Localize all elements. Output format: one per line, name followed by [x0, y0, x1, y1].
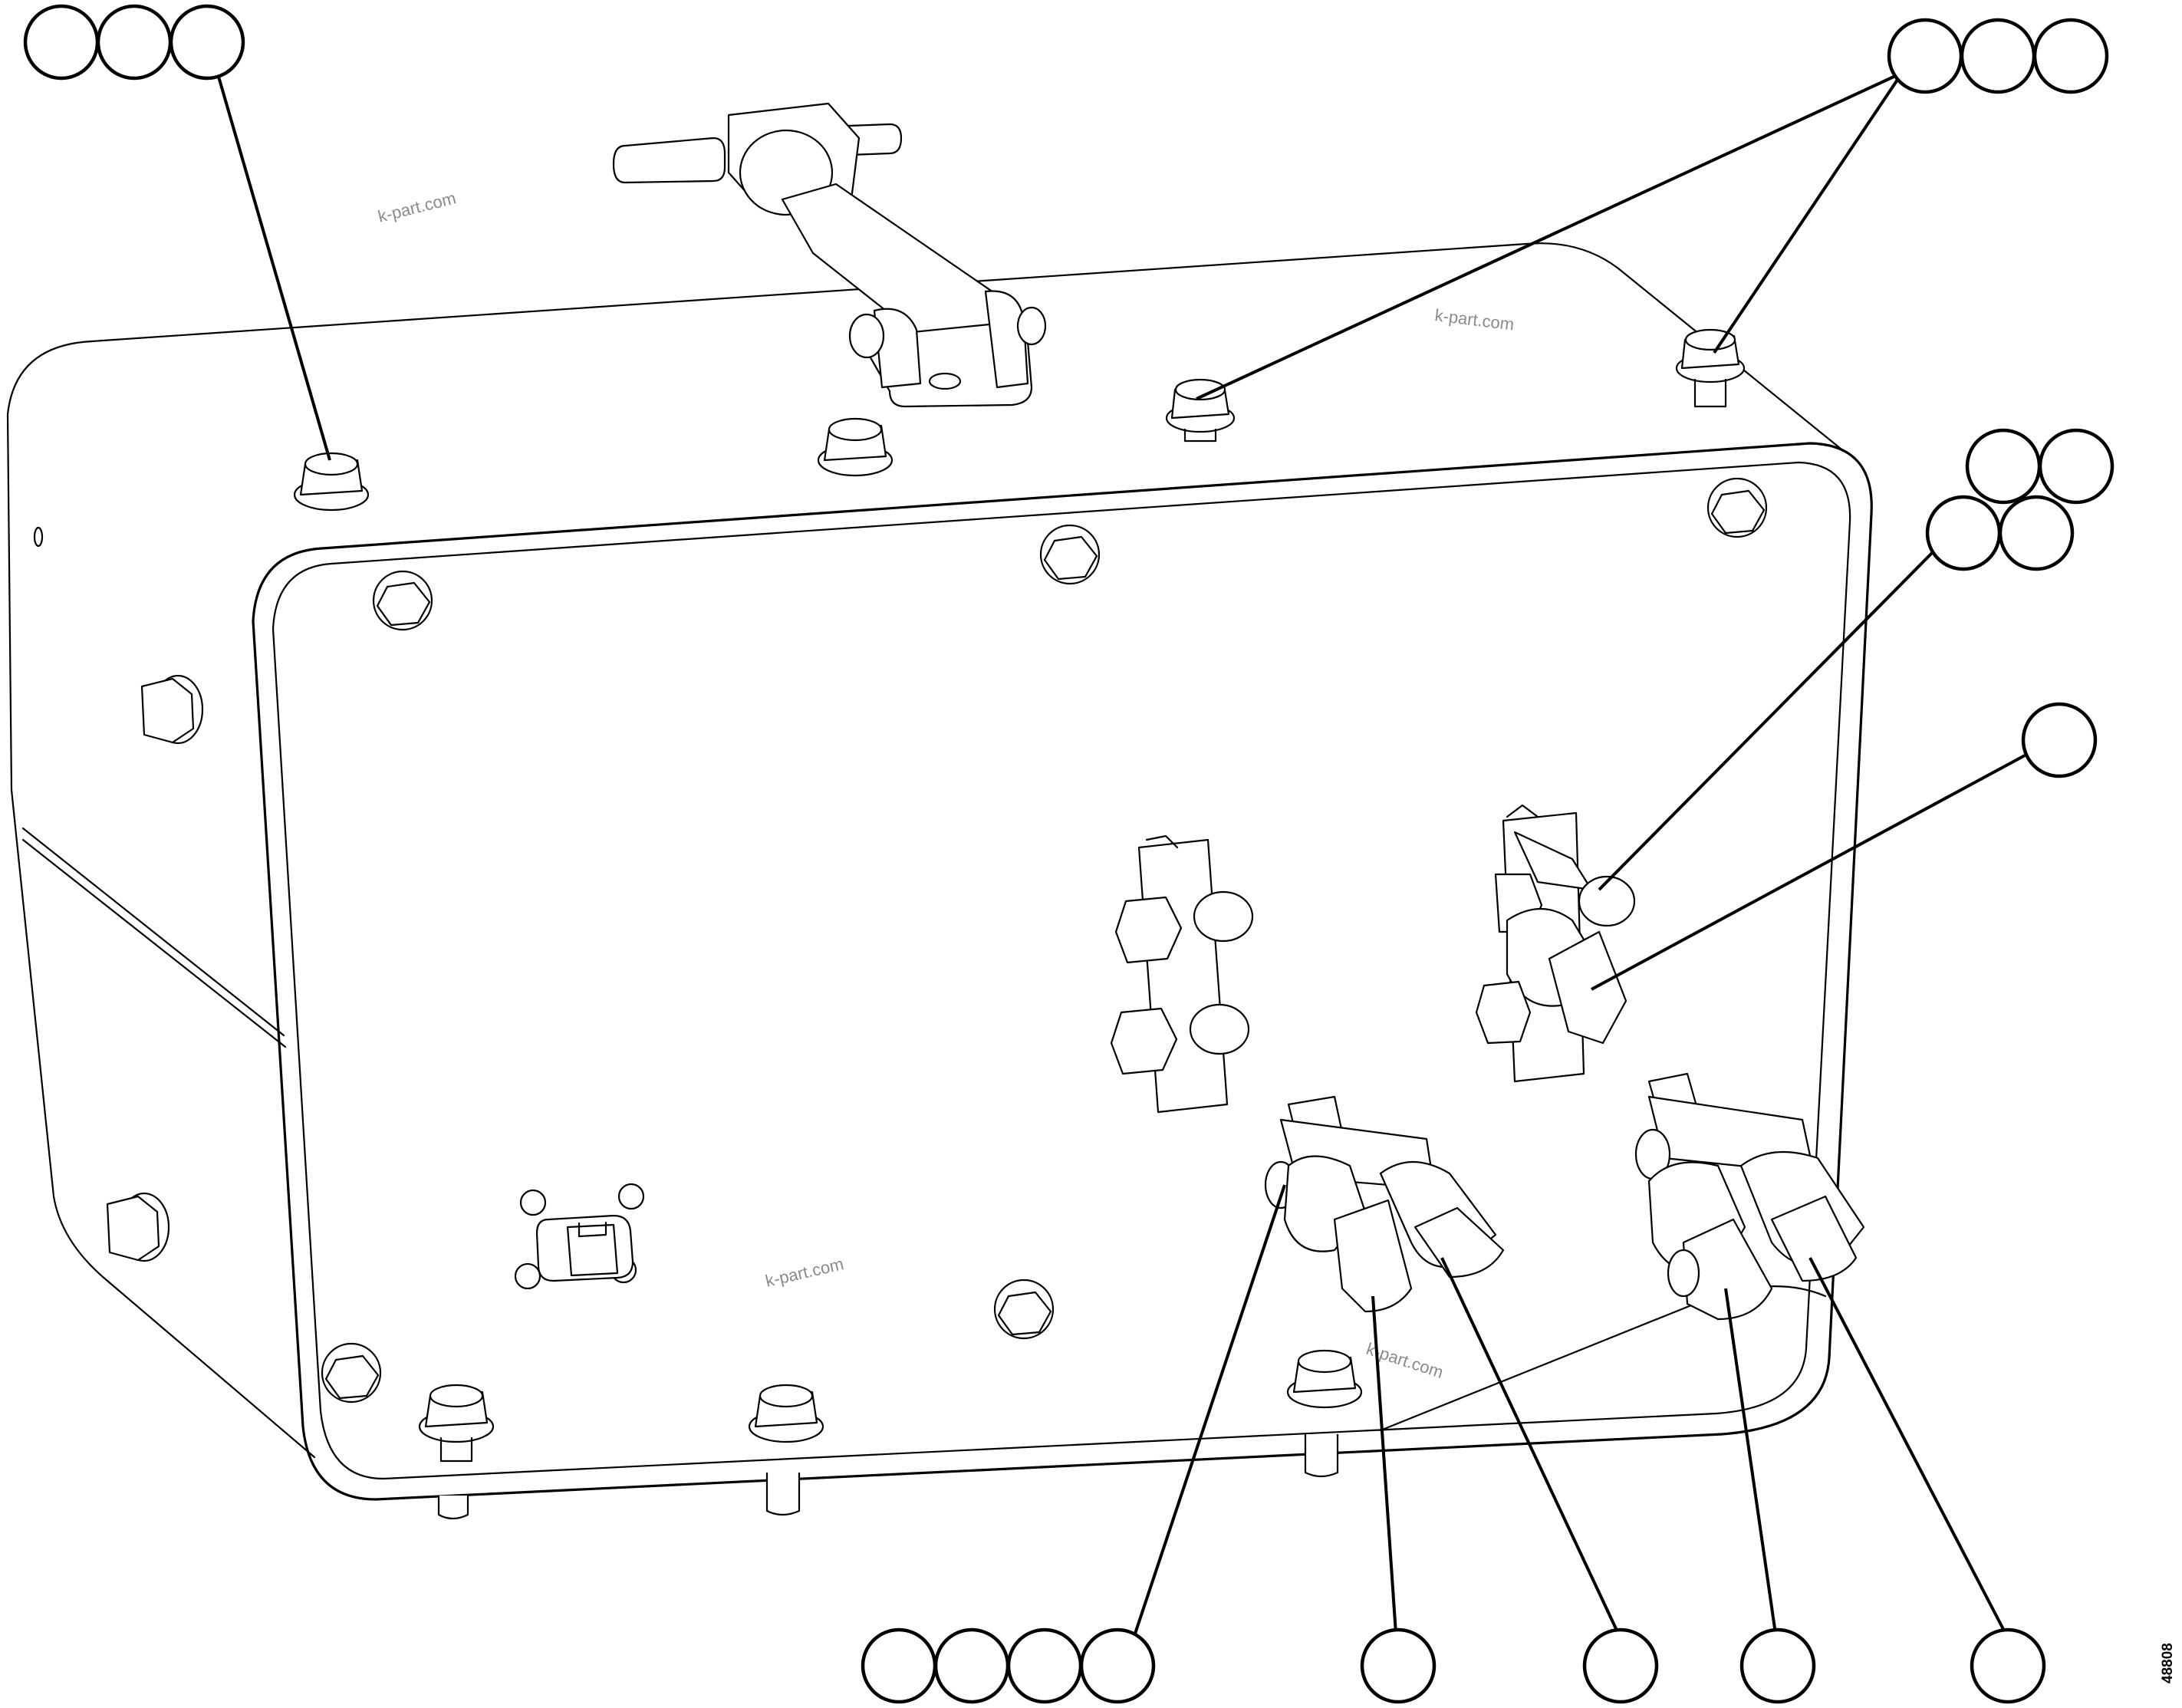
callout-bubble [169, 4, 245, 81]
callout-bubble [1582, 1627, 1659, 1704]
panel-bolt [372, 570, 433, 631]
side-bolt [106, 1192, 170, 1262]
panel-bolt [1039, 524, 1101, 585]
mounting-bracket [612, 102, 1047, 408]
callout-group-right-single [2021, 702, 2098, 778]
callout-bubble [96, 4, 173, 81]
callout-group-bottom-singles [1360, 1627, 2046, 1704]
bottom-bolt [1286, 1349, 1363, 1478]
watermark: k-part.com [764, 1254, 846, 1291]
callout-bubble [2021, 702, 2098, 778]
side-bolt [140, 674, 204, 745]
callout-bubble [2038, 428, 2115, 505]
watermark: k-part.com [1433, 305, 1515, 334]
watermark: k-part.com [376, 188, 458, 225]
top-bolt [1675, 328, 1746, 408]
panel-bolt [1706, 477, 1768, 538]
terminal-block-lower-middle [1264, 1095, 1505, 1313]
terminal-block-center [1110, 834, 1254, 1114]
top-bolt [817, 417, 894, 477]
callout-bubble [1965, 428, 2042, 505]
terminal-block-upper-right [1475, 804, 1636, 1083]
callout-bubble [1739, 1627, 1816, 1704]
callout-group-right-cluster [1925, 428, 2115, 571]
housing-bottom-flange [1379, 1285, 1827, 1432]
terminal-block-lower-right [1634, 1072, 1865, 1321]
callout-bubble [1006, 1627, 1083, 1704]
leader-lines [217, 71, 2026, 1634]
callout-group-top-right [1887, 18, 2109, 94]
panel-bolt [321, 1342, 382, 1404]
top-bolt [1165, 378, 1236, 443]
callout-bubble [1360, 1627, 1437, 1704]
callout-group-top-left [23, 4, 245, 81]
callout-bubble [1925, 495, 2002, 571]
callout-bubble [1970, 1627, 2046, 1704]
callout-bubble [1079, 1627, 1156, 1704]
callout-bubble [2032, 18, 2109, 94]
callout-bubble [861, 1627, 937, 1704]
callout-group-bottom-left [861, 1627, 1156, 1704]
callout-bubble [1960, 18, 2036, 94]
drawing-number: 48808 [2160, 1643, 2176, 1683]
housing-front-panel [252, 442, 1873, 1501]
electrical-connector [514, 1183, 645, 1290]
bottom-bolt [748, 1384, 824, 1516]
callout-bubble [1887, 18, 1963, 94]
top-bolt [293, 452, 370, 512]
bottom-bolt [418, 1384, 495, 1520]
callout-bubble [23, 4, 100, 81]
callout-bubble [933, 1627, 1010, 1704]
callout-bubble [1998, 495, 2075, 571]
panel-bolt [993, 1279, 1055, 1340]
